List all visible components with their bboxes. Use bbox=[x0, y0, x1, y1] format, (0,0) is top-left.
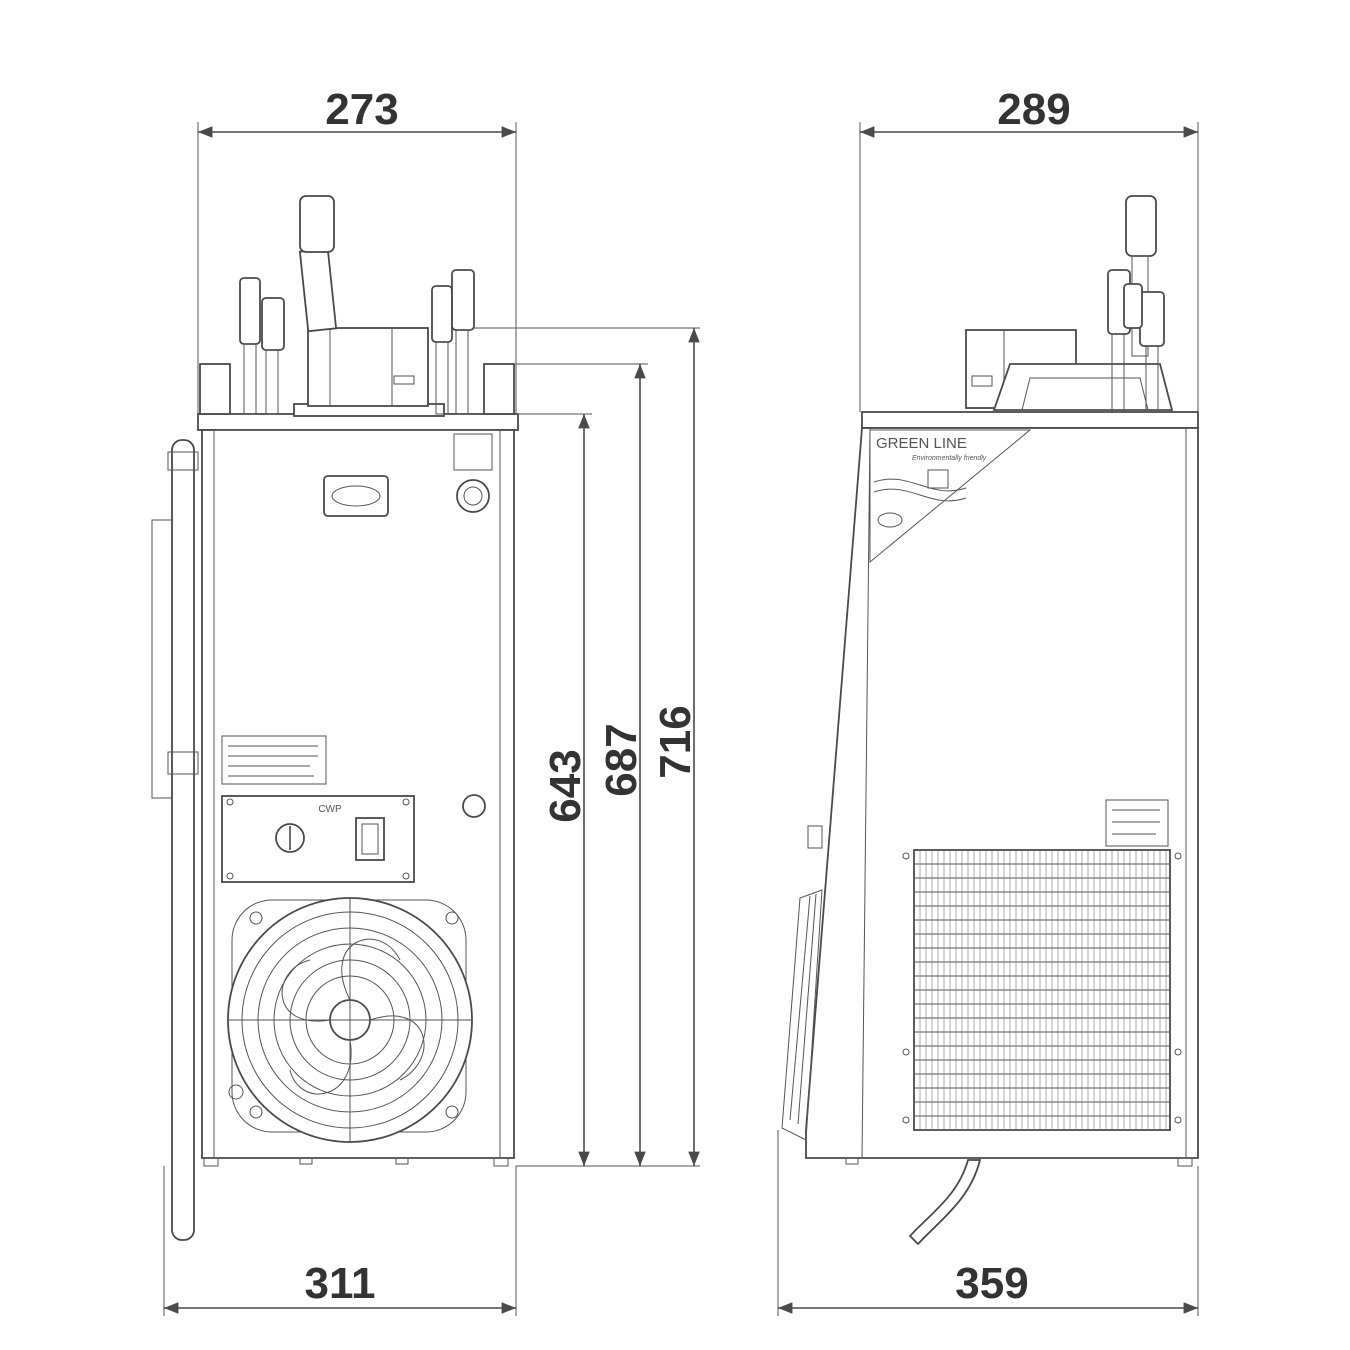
brand-panel-title: GREEN LINE bbox=[876, 435, 967, 452]
condenser-grille bbox=[902, 799, 1182, 1131]
dim-front-bottom-width: 311 bbox=[305, 1259, 376, 1308]
brand-panel-tagline: Environmentally friendly bbox=[912, 455, 987, 462]
dimension-lines bbox=[163, 122, 1199, 1316]
dim-side-top-width: 289 bbox=[997, 85, 1070, 134]
side-view: GREEN LINE Environmentally friendly bbox=[781, 195, 1199, 1246]
side-fan-guard bbox=[781, 825, 823, 1141]
brand-logo-badge bbox=[323, 475, 389, 517]
pump-block bbox=[293, 195, 445, 417]
info-sticker bbox=[453, 433, 493, 471]
dim-height-body: 643 bbox=[541, 749, 590, 822]
dim-side-bottom-width: 359 bbox=[955, 1259, 1028, 1308]
fan-guard bbox=[227, 897, 473, 1143]
warning-label bbox=[221, 735, 327, 785]
drain-hose bbox=[908, 1159, 982, 1246]
side-tube bbox=[151, 439, 199, 1241]
dim-front-top-width: 273 bbox=[325, 85, 398, 134]
brand-panel: GREEN LINE Environmentally friendly bbox=[869, 429, 1032, 564]
inlet-port-icon bbox=[456, 479, 490, 513]
front-view: CWP bbox=[151, 195, 519, 1241]
power-switch-icon bbox=[355, 817, 385, 861]
dim-height-with-lid: 687 bbox=[597, 723, 646, 796]
drain-plug-icon bbox=[462, 794, 486, 818]
connector-fittings bbox=[239, 269, 475, 415]
control-panel: CWP bbox=[221, 795, 415, 883]
control-panel-title: CWP bbox=[318, 804, 342, 815]
dim-height-overall: 716 bbox=[651, 705, 700, 778]
